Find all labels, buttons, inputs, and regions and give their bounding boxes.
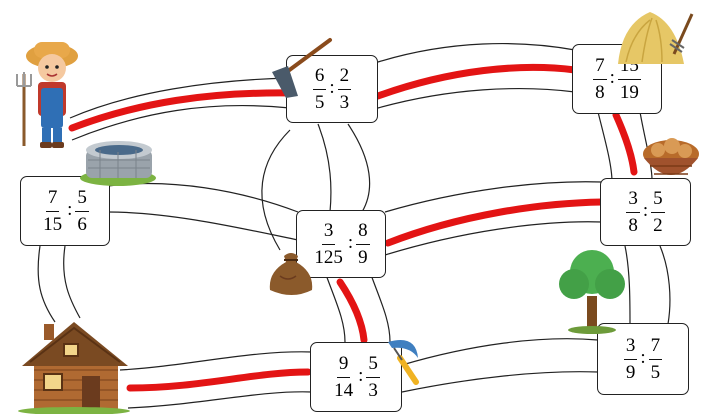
denominator: 19 [619,81,639,103]
denominator: 15 [43,213,63,235]
division-sign: : [609,67,615,88]
numerator: 7 [593,55,607,80]
numerator: 6 [312,65,327,90]
numerator: 8 [356,220,370,245]
potato-basket-icon [643,138,699,175]
road-lines [37,42,671,409]
denominator: 5 [650,361,661,383]
numerator: 3 [321,220,336,245]
sickle-icon [388,340,419,385]
division-sign: : [67,199,73,220]
denominator: 5 [314,91,325,113]
numerator: 5 [366,353,380,378]
hoe-icon [272,38,332,98]
sack-icon [269,253,313,295]
haystack-icon [618,12,694,64]
denominator: 8 [595,81,605,103]
numerator: 9 [336,353,351,378]
division-sign: : [347,232,354,253]
correct-route [68,63,638,392]
division-sign: : [329,77,335,98]
division-sign: : [640,347,646,368]
numerator: 7 [648,335,663,360]
denominator: 9 [358,246,368,268]
denominator: 9 [625,361,636,383]
denominator: 14 [334,379,354,401]
numerator: 5 [651,188,665,213]
denominator: 2 [653,214,663,236]
well-icon [80,141,156,186]
division-sign: : [642,200,649,221]
numerator: 5 [75,187,89,212]
division-sign: : [358,365,364,386]
denominator: 3 [368,379,378,401]
numerator: 3 [626,188,640,213]
numerator: 2 [337,65,352,90]
tree-icon [559,250,625,334]
denominator: 125 [314,246,343,268]
farmer-icon [16,42,78,148]
denominator: 6 [77,213,87,235]
numerator: 7 [45,187,60,212]
numerator: 3 [623,335,638,360]
denominator: 8 [628,214,638,236]
denominator: 3 [339,91,350,113]
house-icon [18,322,130,414]
